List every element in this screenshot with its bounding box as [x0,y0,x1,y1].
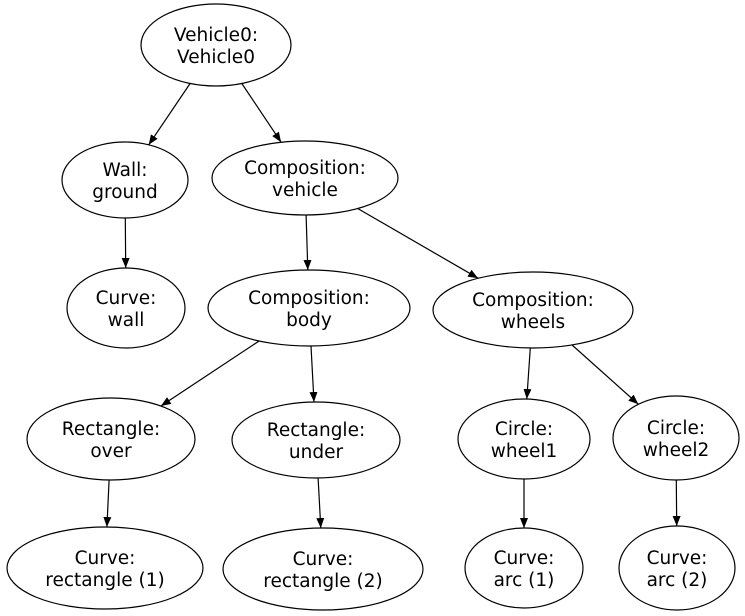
node-label-curve-rect1-line2: rectangle (1) [45,570,164,591]
node-wall-ground: Wall:ground [61,141,189,219]
edge-comp-vehicle-to-comp-wheels [357,207,479,279]
edge-vehicle0-to-wall-ground [148,83,191,146]
node-ellipse-curve-wall [66,267,186,349]
edge-comp-wheels-to-circle-wheel1 [523,347,532,400]
node-label-circle-wheel2-line2: wheel2 [643,440,710,461]
node-ellipse-vehicle0 [140,3,292,87]
node-label-curve-wall-line2: wall [108,310,145,331]
node-curve-arc1: Curve:arc (1) [464,527,584,609]
edge-vehicle0-to-comp-vehicle [241,83,282,143]
node-label-curve-rect2-line2: rectangle (2) [263,571,382,592]
edge-rect-under-to-curve-rect2 [316,477,325,529]
node-label-curve-wall-line1: Curve: [96,288,157,309]
edge-comp-vehicle-to-comp-body [303,214,312,271]
node-ellipse-wall-ground [61,141,189,219]
node-label-comp-wheels-line2: wheels [501,312,565,333]
node-label-curve-arc1-line2: arc (1) [494,570,555,591]
edge-comp-body-to-rect-over [160,340,260,407]
node-label-curve-rect2-line1: Curve: [293,549,354,570]
node-curve-rect2: Curve:rectangle (2) [222,527,424,611]
node-vehicle0: Vehicle0:Vehicle0 [140,3,292,87]
node-label-vehicle0-line2: Vehicle0 [177,47,255,68]
node-label-comp-vehicle-line1: Composition: [244,158,366,179]
node-curve-rect1: Curve:rectangle (1) [6,526,204,610]
node-curve-arc2: Curve:arc (2) [618,525,736,611]
node-label-rect-under-line2: under [289,442,344,463]
node-label-curve-rect1-line1: Curve: [75,548,136,569]
node-label-vehicle0-line1: Vehicle0: [174,25,258,46]
node-label-circle-wheel2-line1: Circle: [647,418,705,439]
node-comp-body: Composition:body [207,269,411,347]
node-label-wall-ground-line2: ground [92,182,157,203]
node-comp-wheels: Composition:wheels [432,271,634,349]
node-comp-vehicle: Composition:vehicle [211,140,399,216]
node-circle-wheel2: Circle:wheel2 [612,395,740,481]
node-label-rect-over-line1: Rectangle: [62,419,160,440]
node-ellipse-rect-under [231,401,401,479]
node-ellipse-curve-arc1 [464,527,584,609]
node-label-wall-ground-line1: Wall: [103,160,148,181]
node-circle-wheel1: Circle:wheel1 [457,398,591,480]
node-curve-wall: Curve:wall [66,267,186,349]
node-ellipse-curve-rect1 [6,526,204,610]
node-label-curve-arc2-line1: Curve: [647,548,708,569]
node-label-curve-arc2-line2: arc (2) [647,570,708,591]
edge-rect-over-to-curve-rect1 [103,479,112,528]
node-ellipse-rect-over [26,397,196,481]
node-ellipse-comp-vehicle [211,140,399,216]
node-ellipse-curve-arc2 [618,525,736,611]
node-ellipse-circle-wheel1 [457,398,591,480]
node-label-comp-body-line1: Composition: [248,288,370,309]
node-label-comp-wheels-line1: Composition: [472,290,594,311]
node-ellipse-circle-wheel2 [612,395,740,481]
edge-comp-wheels-to-circle-wheel2 [571,344,639,405]
edge-comp-body-to-rect-under [309,345,318,403]
node-label-circle-wheel1-line2: wheel1 [491,441,558,462]
node-label-comp-body-line2: body [286,310,332,331]
node-rect-under: Rectangle:under [231,401,401,479]
node-label-rect-under-line1: Rectangle: [267,420,365,441]
node-ellipse-comp-wheels [432,271,634,349]
node-label-curve-arc1-line1: Curve: [494,548,555,569]
node-ellipse-comp-body [207,269,411,347]
node-label-comp-vehicle-line2: vehicle [272,180,338,201]
node-ellipse-curve-rect2 [222,527,424,611]
node-label-rect-over-line2: over [90,441,132,462]
node-rect-over: Rectangle:over [26,397,196,481]
node-label-circle-wheel1-line1: Circle: [495,419,553,440]
